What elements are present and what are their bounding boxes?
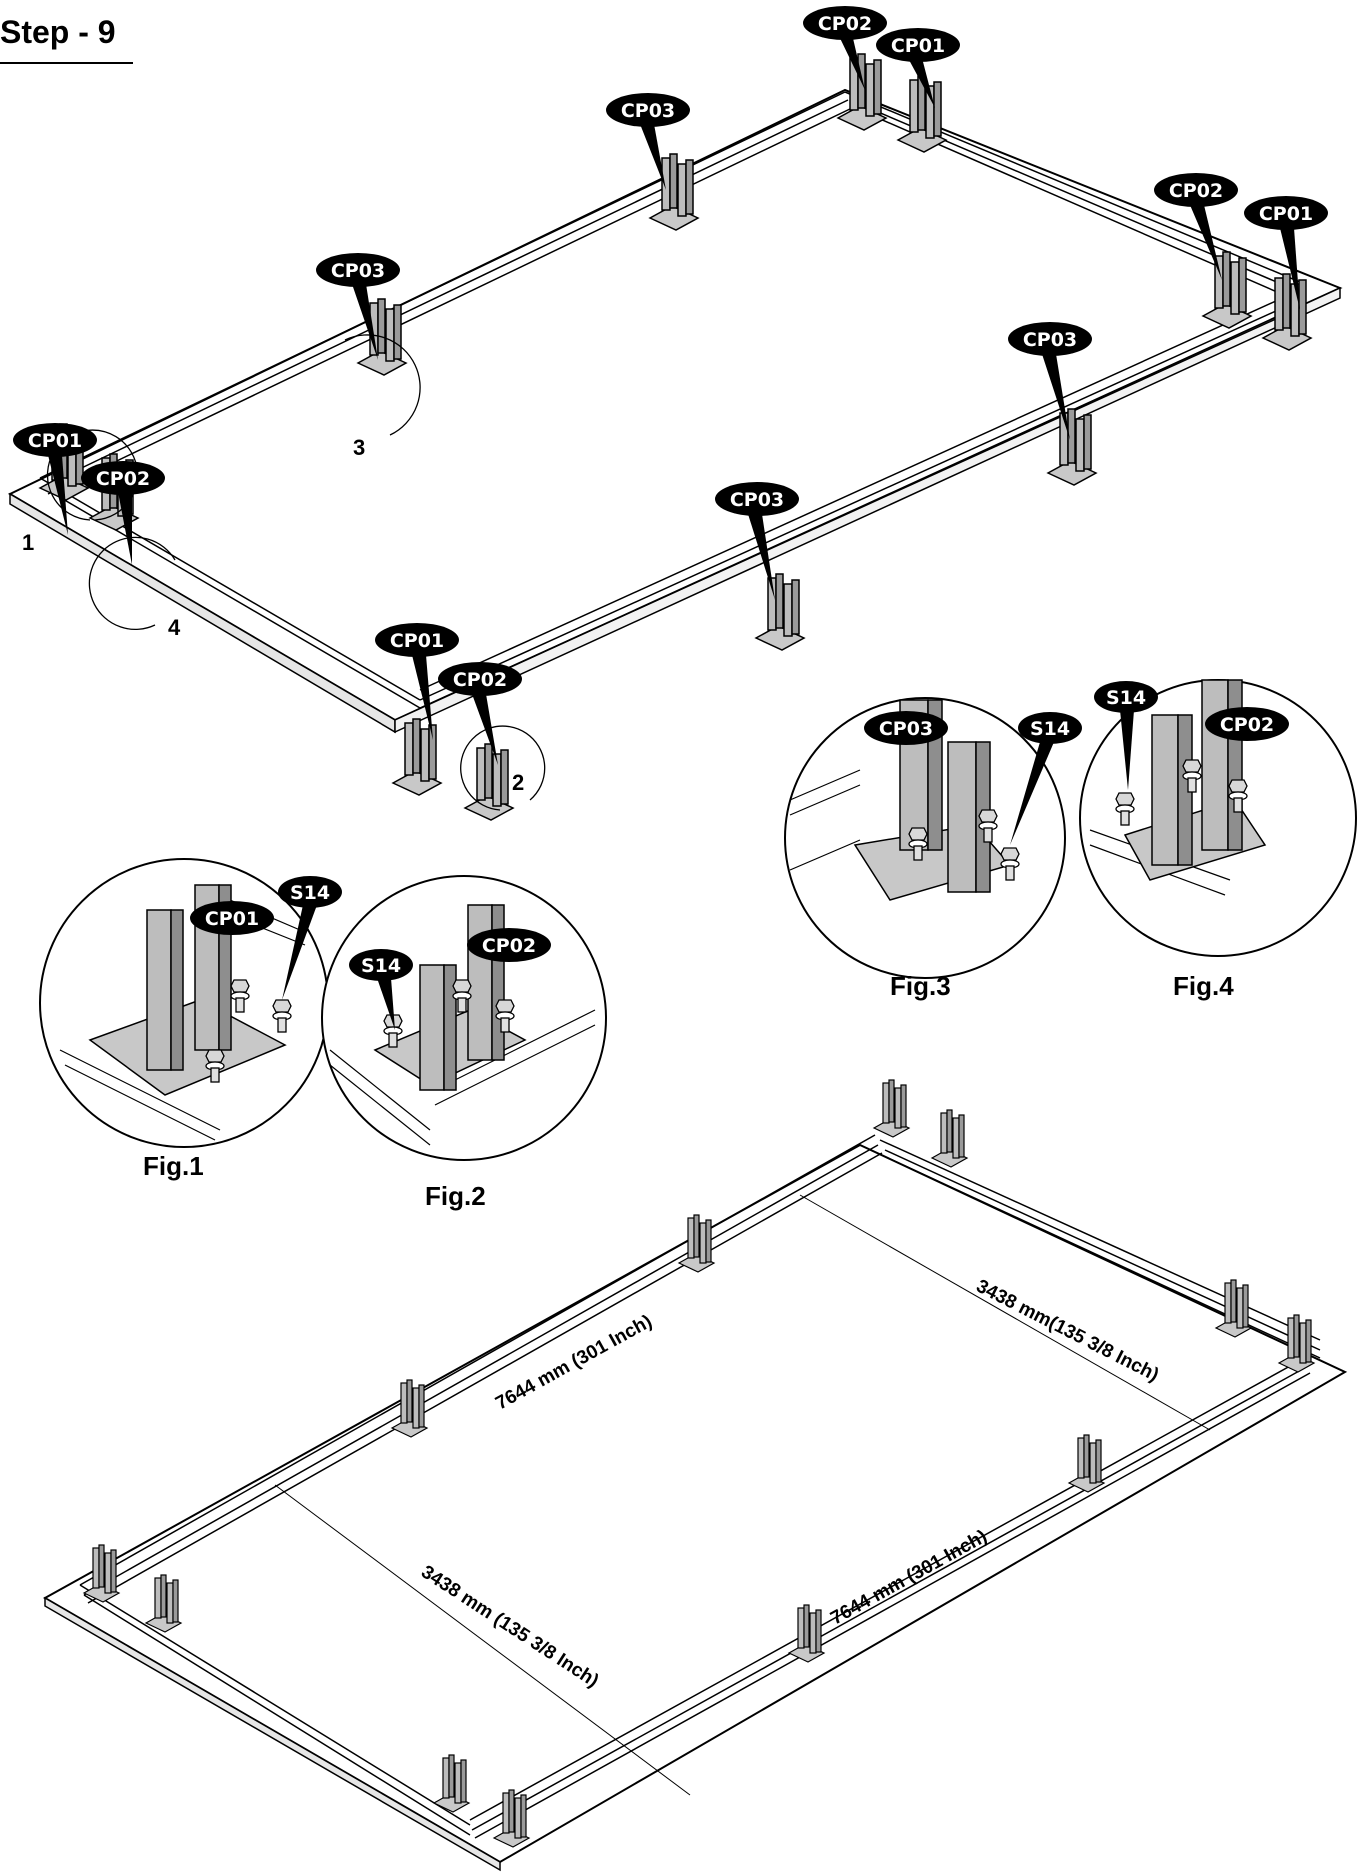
fig1-tag-s14: S14 <box>278 876 342 1000</box>
tag-cp01-right-label: CP01 <box>1259 203 1313 225</box>
dimension-lines <box>274 1194 1211 1796</box>
fig2-tag-s14-label: S14 <box>361 955 401 977</box>
tag-cp02-right: CP02 <box>1154 173 1238 280</box>
tag-cp03-front-mid: CP03 <box>715 482 799 600</box>
figure-2-caption: Fig.2 <box>425 1181 486 1211</box>
fig3-tag-cp03-label: CP03 <box>879 718 933 740</box>
post-cp03-front-mid <box>755 573 805 651</box>
figure-4-caption: Fig.4 <box>1173 971 1234 1001</box>
detail-circle-4 <box>88 536 176 630</box>
step-title-underline <box>0 62 133 64</box>
tag-cp01-right: CP01 <box>1244 196 1328 310</box>
fig2-tag-cp02: CP02 <box>467 928 551 962</box>
lower-post-right-1 <box>1215 1279 1252 1338</box>
tag-cp03-left: CP03 <box>316 253 400 360</box>
fig3-tag-cp03: CP03 <box>864 711 948 745</box>
callout-number-1: 1 <box>22 530 34 555</box>
upper-frame-view: 1 2 3 4 <box>7 53 1343 821</box>
tag-cp03-upper-mid-label: CP03 <box>621 100 675 122</box>
fig1-tag-cp01: CP01 <box>190 901 274 935</box>
figure-1-caption: Fig.1 <box>143 1151 204 1181</box>
fig4-tag-cp02: CP02 <box>1205 707 1289 741</box>
tag-cp03-front-mid-label: CP03 <box>730 489 784 511</box>
tag-cp01-front-right-label: CP01 <box>390 630 444 652</box>
callout-number-4: 4 <box>168 615 181 640</box>
callout-number-3: 3 <box>353 435 365 460</box>
tag-cp02-front-right-label: CP02 <box>453 669 507 691</box>
lower-post-rear-1 <box>873 1079 910 1138</box>
lower-frame-view: 7644 mm (301 Inch) 3438 mm(135 3/8 Inch)… <box>42 1079 1348 1872</box>
tag-cp01-front-right: CP01 <box>375 623 459 740</box>
fig3-tag-s14-label: S14 <box>1030 718 1070 740</box>
detail-circle-3 <box>344 334 421 436</box>
fig4-tag-s14-label: S14 <box>1106 687 1146 709</box>
fig1-tag-s14-label: S14 <box>290 882 330 904</box>
fig4-tag-s14: S14 <box>1094 681 1158 790</box>
tag-cp01-top: CP01 <box>876 28 960 108</box>
figure-2-detail: S14 CP02 Fig.2 <box>321 875 607 1211</box>
figure-3-detail: CP03 S14 Fig.3 <box>784 697 1082 1001</box>
tag-cp02-top-label: CP02 <box>818 13 872 35</box>
tag-cp01-top-label: CP01 <box>891 35 945 57</box>
tag-cp02-front-left-label: CP02 <box>96 468 150 490</box>
figure-3-caption: Fig.3 <box>890 971 951 1001</box>
step-title: Step - 9 <box>0 14 116 50</box>
tag-cp03-right-mid: CP03 <box>1008 322 1092 440</box>
upper-base-board-edge-right <box>394 286 1341 734</box>
tag-cp02-front-left: CP02 <box>81 461 165 565</box>
tag-cp03-right-mid-label: CP03 <box>1023 329 1077 351</box>
upper-callout-tags: CP02 CP01 CP03 CP03 CP02 CP01 <box>13 6 1328 765</box>
figure-1-detail: CP01 S14 Fig.1 <box>39 858 342 1181</box>
lower-base-board-edge <box>44 1596 501 1872</box>
tag-cp02-front-right: CP02 <box>438 662 522 765</box>
fig3-tag-s14: S14 <box>1010 712 1082 845</box>
tag-cp02-top: CP02 <box>803 6 887 90</box>
tag-cp03-left-label: CP03 <box>331 260 385 282</box>
tag-cp02-right-label: CP02 <box>1169 180 1223 202</box>
fig1-tag-cp01-label: CP01 <box>205 908 259 930</box>
tag-cp01-front-left: CP01 <box>13 423 97 535</box>
post-cp02-front-right <box>464 743 514 821</box>
callout-number-2: 2 <box>512 770 524 795</box>
tag-cp03-upper-mid: CP03 <box>606 93 690 190</box>
lower-post-rear-2 <box>931 1109 968 1168</box>
fig4-tag-cp02-label: CP02 <box>1220 714 1274 736</box>
figure-4-detail: S14 CP02 Fig.4 <box>1079 679 1357 1001</box>
fig2-tag-cp02-label: CP02 <box>482 935 536 957</box>
tag-cp01-front-left-label: CP01 <box>28 430 82 452</box>
fig2-tag-s14: S14 <box>349 949 413 1030</box>
